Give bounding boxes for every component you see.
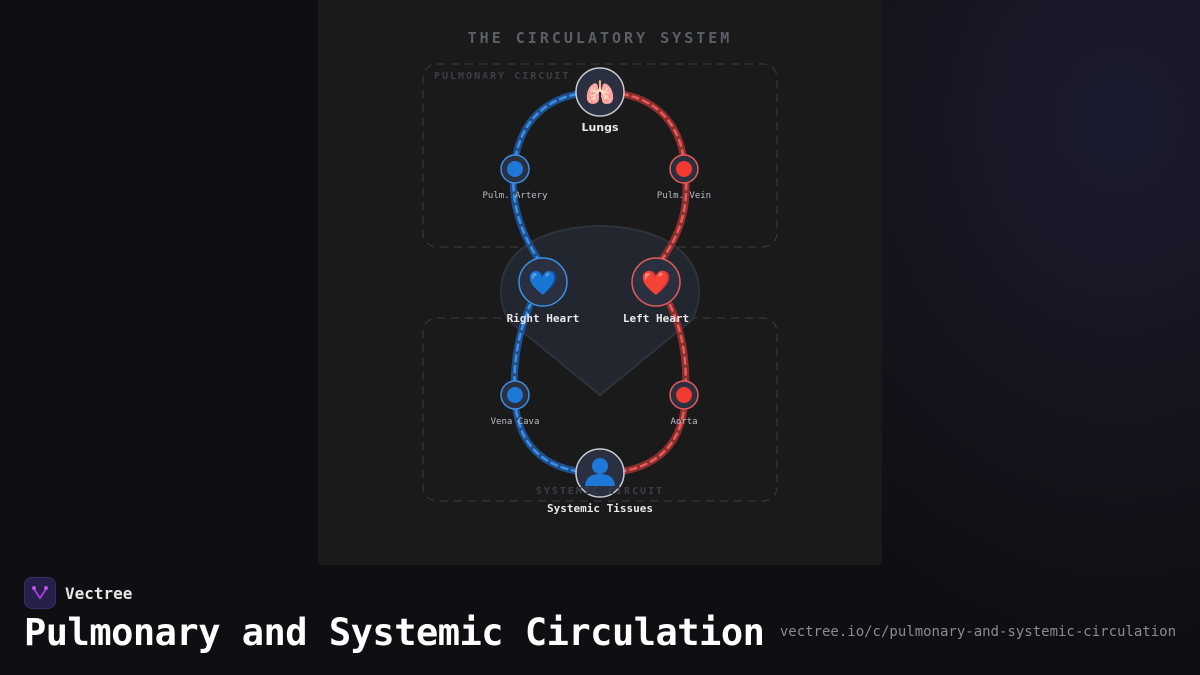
systemic-circuit-label: SYSTEMIC CIRCUIT (536, 486, 664, 497)
pulm-artery-label: Pulm. Artery (482, 191, 548, 201)
brand[interactable]: Vectree (24, 577, 132, 609)
red-heart-icon: ❤️ (641, 269, 671, 297)
pulm-artery-node[interactable]: Pulm. Artery (482, 154, 548, 201)
vena-cava-node[interactable]: Vena Cava (491, 380, 540, 427)
person-icon (585, 458, 615, 486)
aorta-node[interactable]: Aorta (669, 380, 699, 427)
systemic-tissues-label: Systemic Tissues (547, 502, 653, 515)
brand-name: Vectree (65, 583, 133, 603)
vena-cava-label: Vena Cava (491, 417, 540, 427)
pulmonary-circuit-label: PULMONARY CIRCUIT (434, 71, 570, 82)
page-title: Pulmonary and Systemic Circulation (24, 611, 765, 654)
left-heart-label: Left Heart (623, 312, 689, 325)
systemic-tissues-node[interactable]: SYSTEMIC CIRCUIT Systemic Tissues (536, 448, 664, 515)
lungs-label: Lungs (581, 121, 619, 134)
page-url[interactable]: vectree.io/c/pulmonary-and-systemic-circ… (779, 624, 1176, 640)
systemic-circuit-box (422, 317, 778, 502)
pulm-vein-label: Pulm. Vein (657, 191, 711, 201)
pulm-vein-node[interactable]: Pulm. Vein (657, 154, 711, 201)
right-heart-label: Right Heart (507, 312, 580, 325)
blue-heart-icon: 💙 (528, 269, 558, 297)
lungs-icon: 🫁 (585, 79, 615, 107)
aorta-label: Aorta (670, 417, 697, 427)
left-heart-node[interactable]: ❤️ Left Heart (623, 257, 689, 325)
right-heart-node[interactable]: 💙 Right Heart (507, 257, 580, 325)
diagram-title: THE CIRCULATORY SYSTEM (468, 29, 733, 47)
vectree-logo-icon (24, 577, 56, 609)
lungs-node[interactable]: 🫁 Lungs (575, 67, 625, 134)
